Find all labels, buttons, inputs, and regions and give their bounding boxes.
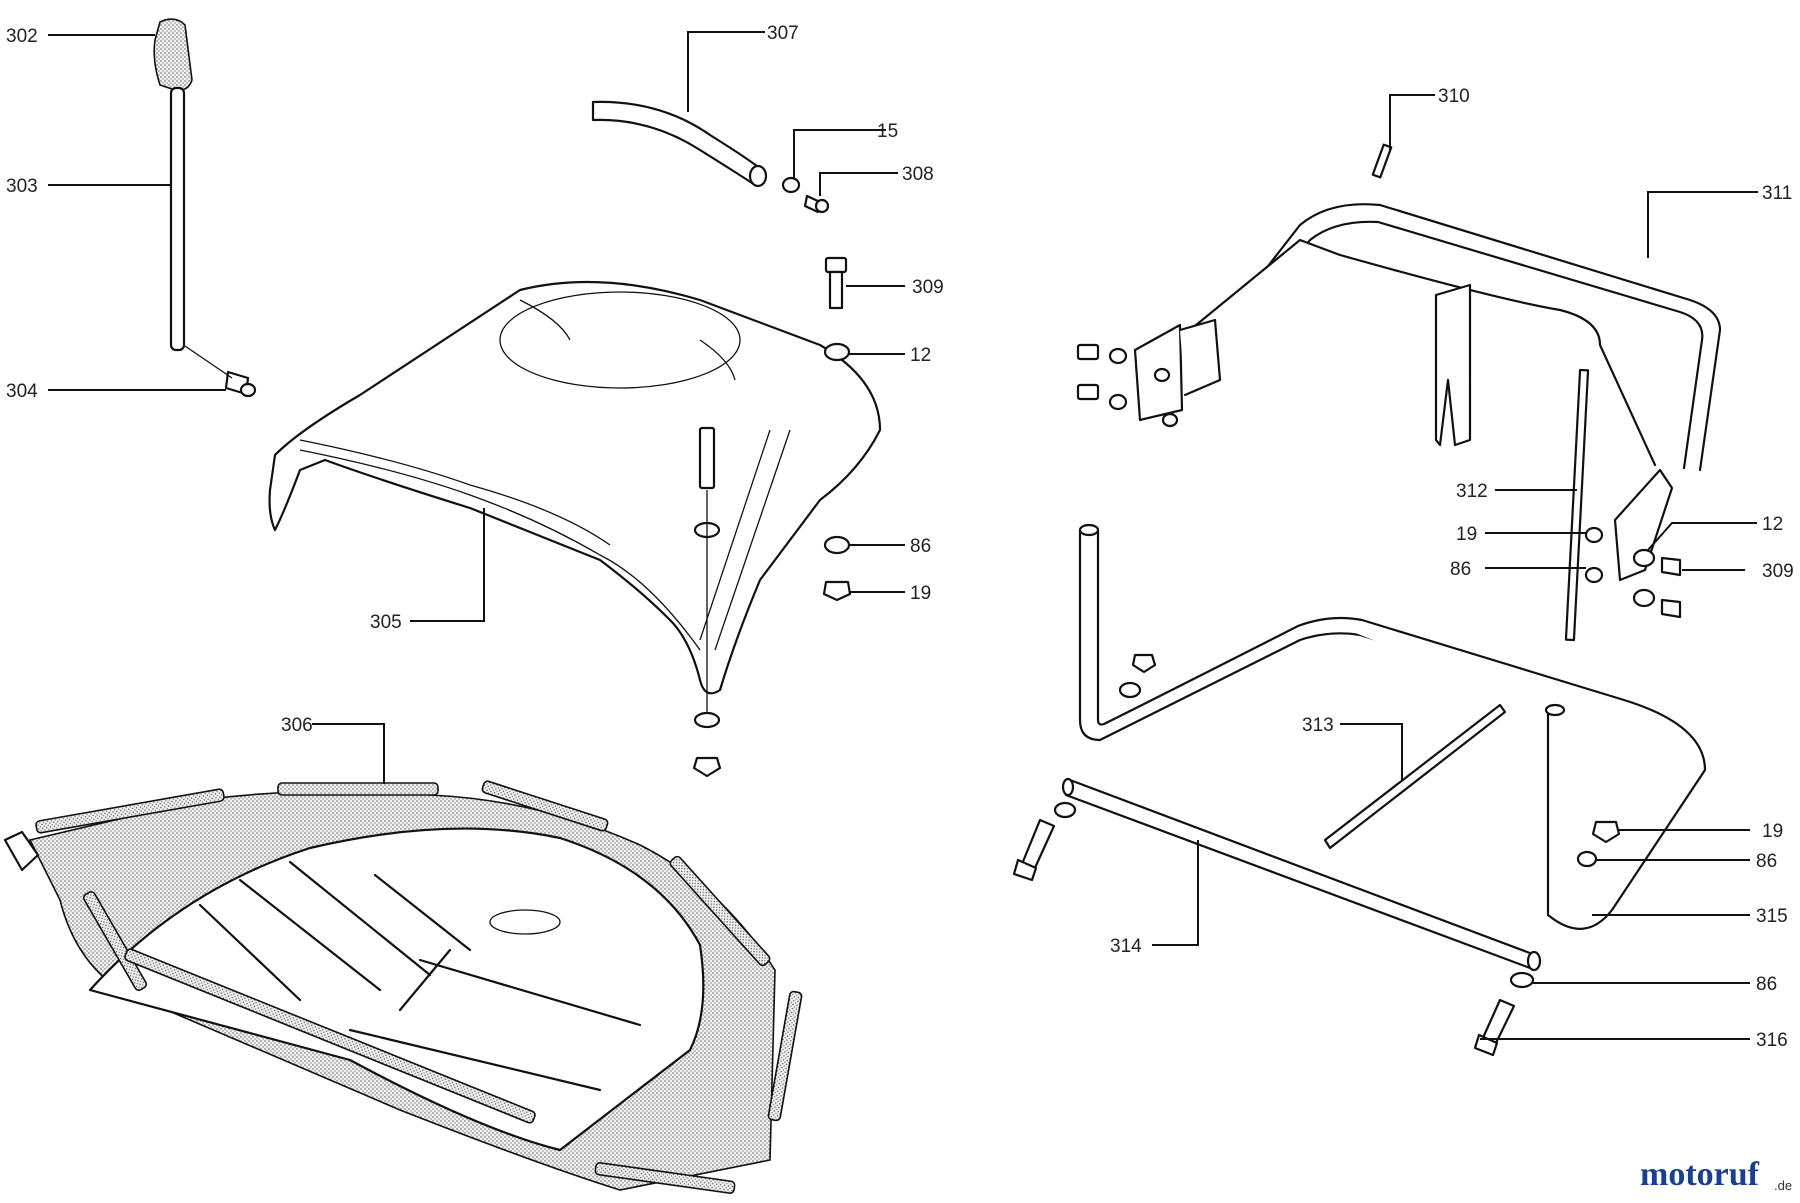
label-308: 308 xyxy=(902,164,934,185)
pipe-tube xyxy=(591,100,768,188)
label-19-mid: 19 xyxy=(1456,524,1477,545)
handle-grip xyxy=(153,18,193,92)
handle-rod xyxy=(169,86,186,352)
center-fork xyxy=(1434,283,1472,447)
part-labels: 302 303 304 305 306 307 15 308 309 12 86… xyxy=(6,23,1794,1051)
label-309-right: 309 xyxy=(1762,561,1794,582)
label-312: 312 xyxy=(1456,481,1488,502)
label-305: 305 xyxy=(370,612,402,633)
lower-frame xyxy=(1078,523,1707,930)
lower-frame-fasteners-left xyxy=(1118,653,1157,699)
label-86-bottom: 86 xyxy=(1756,974,1777,995)
label-307: 307 xyxy=(767,23,799,44)
upper-frame xyxy=(1188,143,1722,472)
motoruf-watermark: motoruf .de xyxy=(1640,1156,1792,1193)
watermark-suffix: .de xyxy=(1774,1178,1792,1193)
hood-bolt-center xyxy=(692,426,722,778)
handle-screw xyxy=(184,345,257,398)
cross-rod xyxy=(1323,703,1507,850)
label-86-top: 86 xyxy=(910,536,931,557)
label-311: 311 xyxy=(1762,183,1792,204)
frame-bracket-right xyxy=(1584,468,1682,619)
label-313: 313 xyxy=(1302,715,1334,736)
label-306: 306 xyxy=(281,715,313,736)
label-86-mid: 86 xyxy=(1450,559,1471,580)
label-315: 315 xyxy=(1756,906,1788,927)
grass-bag xyxy=(28,790,776,1191)
lower-frame-fasteners-right xyxy=(1473,820,1621,1057)
label-310: 310 xyxy=(1438,86,1470,107)
pipe-washer xyxy=(781,176,801,194)
pipe-screw xyxy=(803,194,830,214)
leader-lines xyxy=(48,31,1758,1040)
label-86-low: 86 xyxy=(1756,851,1777,872)
label-19-low: 19 xyxy=(1762,821,1783,842)
bag-frame-rails xyxy=(3,780,803,1194)
label-303: 303 xyxy=(6,176,38,197)
rod-vertical xyxy=(1564,368,1590,642)
frame-bracket-left xyxy=(1133,318,1222,422)
label-302: 302 xyxy=(6,26,38,47)
label-309-top: 309 xyxy=(912,277,944,298)
frame-bolts-left xyxy=(1076,343,1179,428)
hood-bolt-stack xyxy=(822,256,852,602)
label-15: 15 xyxy=(877,121,898,142)
label-304: 304 xyxy=(6,381,38,402)
watermark-brand: motoruf xyxy=(1640,1156,1760,1193)
label-12-right: 12 xyxy=(1762,514,1783,535)
label-12-top: 12 xyxy=(910,345,931,366)
hood-cover xyxy=(268,280,882,695)
label-19-top: 19 xyxy=(910,583,931,604)
label-316: 316 xyxy=(1756,1030,1788,1051)
axle-tube xyxy=(1012,777,1542,972)
label-314: 314 xyxy=(1110,936,1142,957)
